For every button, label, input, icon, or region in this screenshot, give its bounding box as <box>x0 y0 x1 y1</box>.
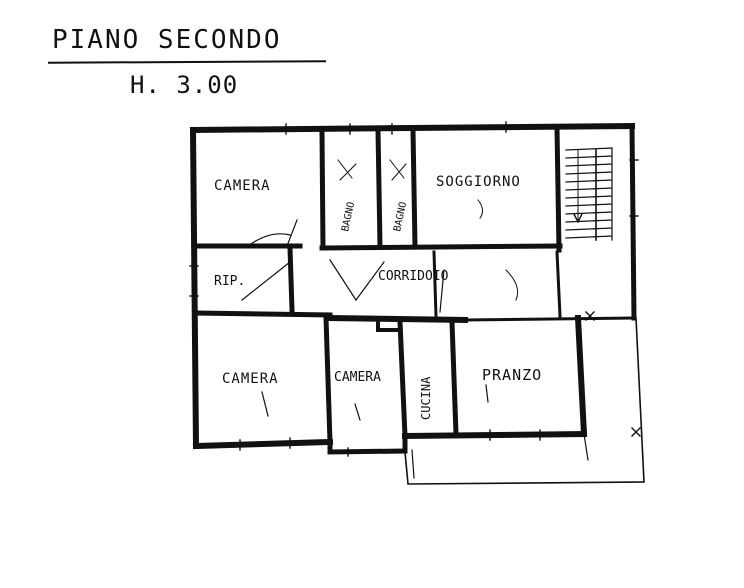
room-label-bagno-1: BAGNO <box>340 201 357 233</box>
outer-wall <box>327 433 408 455</box>
interior-wall <box>555 250 562 318</box>
room-label-pranzo: PRANZO <box>482 366 542 384</box>
outer-wall <box>189 126 200 450</box>
interior-wall <box>449 319 459 437</box>
interior-wall <box>375 127 383 249</box>
interior-wall <box>554 125 562 253</box>
balcony-outline <box>411 449 415 479</box>
column-marker <box>585 311 641 437</box>
outer-wall <box>192 438 334 450</box>
room-label-soggiorno: SOGGIORNO <box>436 174 521 190</box>
staircase <box>565 147 613 241</box>
interior-wall <box>319 129 326 251</box>
room-label-camera-bottom-mid: CAMERA <box>334 370 381 385</box>
balcony-outline <box>583 433 589 461</box>
interior-wall <box>319 243 563 251</box>
outer-wall <box>401 430 588 440</box>
ceiling-height: H. 3.00 <box>130 71 239 99</box>
wall-openings <box>189 121 639 457</box>
room-label-cucina: CUCINA <box>419 376 433 420</box>
room-label-camera-top: CAMERA <box>214 178 271 194</box>
interior-wall <box>323 315 333 445</box>
outer-wall <box>629 123 637 321</box>
interior-wall <box>463 316 636 322</box>
room-label-rip: RIP. <box>214 274 245 289</box>
room-label-corridoio: CORRIDOIO <box>378 269 449 284</box>
balcony-outline <box>404 317 645 485</box>
interior-wall <box>376 318 402 332</box>
interior-wall <box>432 250 438 318</box>
outer-wall <box>574 314 588 438</box>
interior-wall <box>193 310 333 318</box>
interior-wall <box>326 314 469 324</box>
interior-wall <box>397 319 408 439</box>
fixture-sketch <box>337 159 519 301</box>
interior-wall <box>410 127 418 249</box>
room-label-camera-bottom-left: CAMERA <box>222 371 279 387</box>
stair-direction-arrow <box>573 213 583 223</box>
door-swing <box>241 219 489 421</box>
interior-wall <box>287 245 295 313</box>
room-label-bagno-2: BAGNO <box>392 201 409 233</box>
plan-title: PIANO SECONDO <box>52 25 282 55</box>
